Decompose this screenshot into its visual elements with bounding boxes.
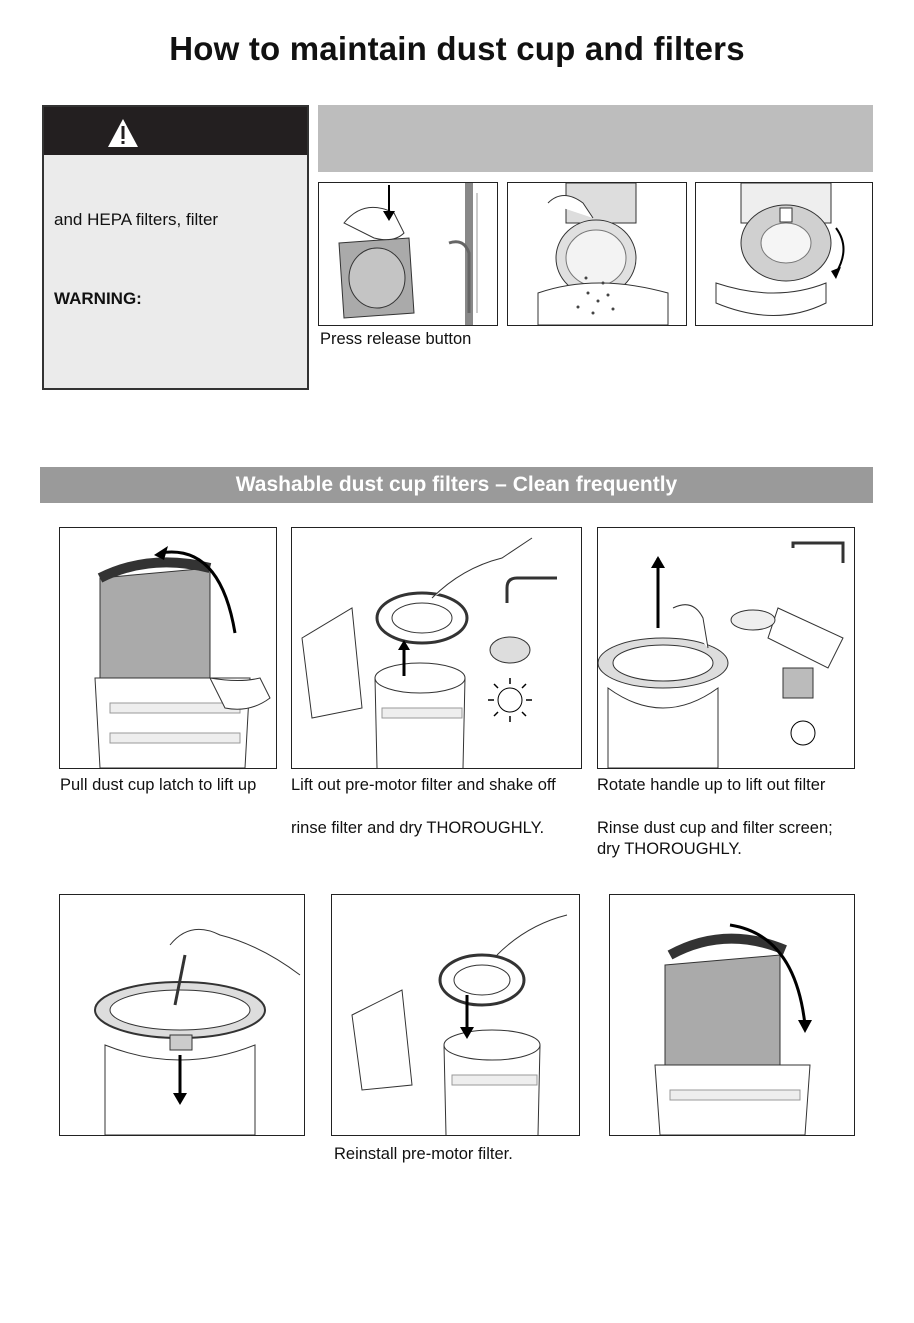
illustration-close-lid — [695, 182, 873, 326]
illustration-reinstall-filter-screen — [59, 894, 305, 1136]
warning-label: WARNING: — [54, 289, 142, 308]
washable-step3-caption-line2: Rinse dust cup and filter screen; — [597, 819, 833, 837]
illustration-rotate-handle-lift-filter — [597, 527, 855, 769]
washable-step2-caption-line1: Lift out pre-motor filter and shake off — [291, 776, 556, 794]
washable-step2-caption-line2: rinse filter and dry THOROUGHLY. — [291, 819, 545, 837]
illustration-pull-dust-cup-latch — [59, 527, 277, 769]
washable-step3-caption-line3: dry THOROUGHLY. — [597, 840, 742, 858]
illustration-empty-dust-cup — [507, 182, 687, 326]
top-section-bar — [318, 105, 873, 172]
illustration-lift-pre-motor-filter — [291, 527, 582, 769]
warning-panel: and HEPA filters, filter WARNING: — [42, 105, 309, 390]
warning-triangle-icon — [108, 119, 138, 147]
washable-step5-caption: Reinstall pre-motor filter. — [334, 1145, 513, 1163]
page-title: How to maintain dust cup and filters — [169, 30, 745, 67]
illustration-reinstall-pre-motor-filter — [331, 894, 580, 1136]
illustration-close-dust-cup-latch — [609, 894, 855, 1136]
warning-header — [44, 107, 307, 155]
washable-step3-caption-line1: Rotate handle up to lift out filter — [597, 776, 826, 794]
top-step1-caption: Press release button — [320, 330, 472, 348]
warning-text-hepa: and HEPA filters, filter — [54, 210, 219, 229]
washable-step1-caption: Pull dust cup latch to lift up — [60, 776, 257, 794]
section-title-bar: Washable dust cup filters – Clean freque… — [40, 467, 873, 503]
illustration-press-release-button — [318, 182, 498, 326]
